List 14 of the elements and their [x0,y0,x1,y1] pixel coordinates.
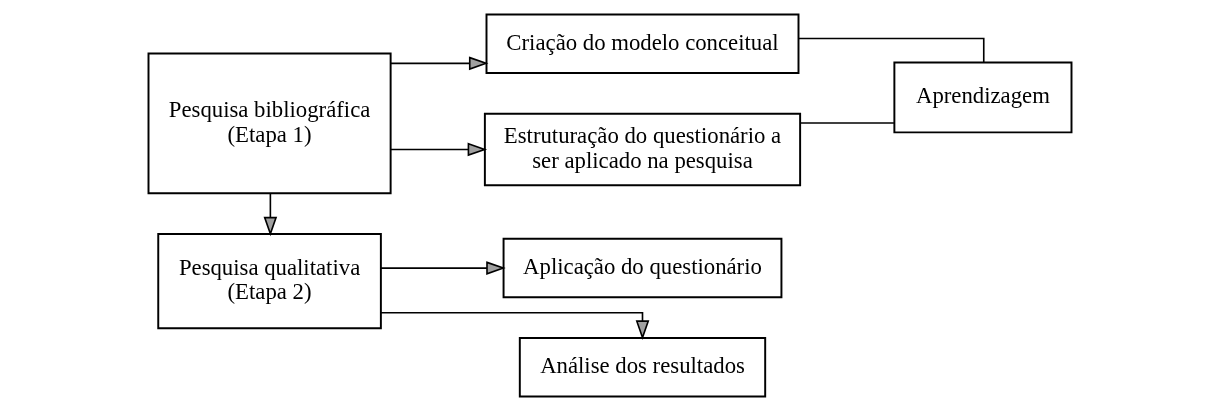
connector [798,122,895,124]
node-box: Aprendizagem [892,61,1072,134]
node-box: Estruturação do questionário a ser aplicado na pesquisa [483,112,801,187]
arrow [389,56,488,71]
arrow [379,261,506,275]
node-box: Criação do modelo conceitual [485,13,799,75]
arrow [389,142,487,157]
node-box: Aplicação do questionário [502,237,782,299]
node-box: Análise dos resultados [518,336,766,398]
arrow [263,192,277,237]
node-box: Pesquisa qualitativa (Etapa 2) [156,232,382,330]
arrow [379,311,649,340]
node-box: Pesquisa bibliográfica (Etapa 1) [147,52,392,195]
connector [797,37,985,64]
